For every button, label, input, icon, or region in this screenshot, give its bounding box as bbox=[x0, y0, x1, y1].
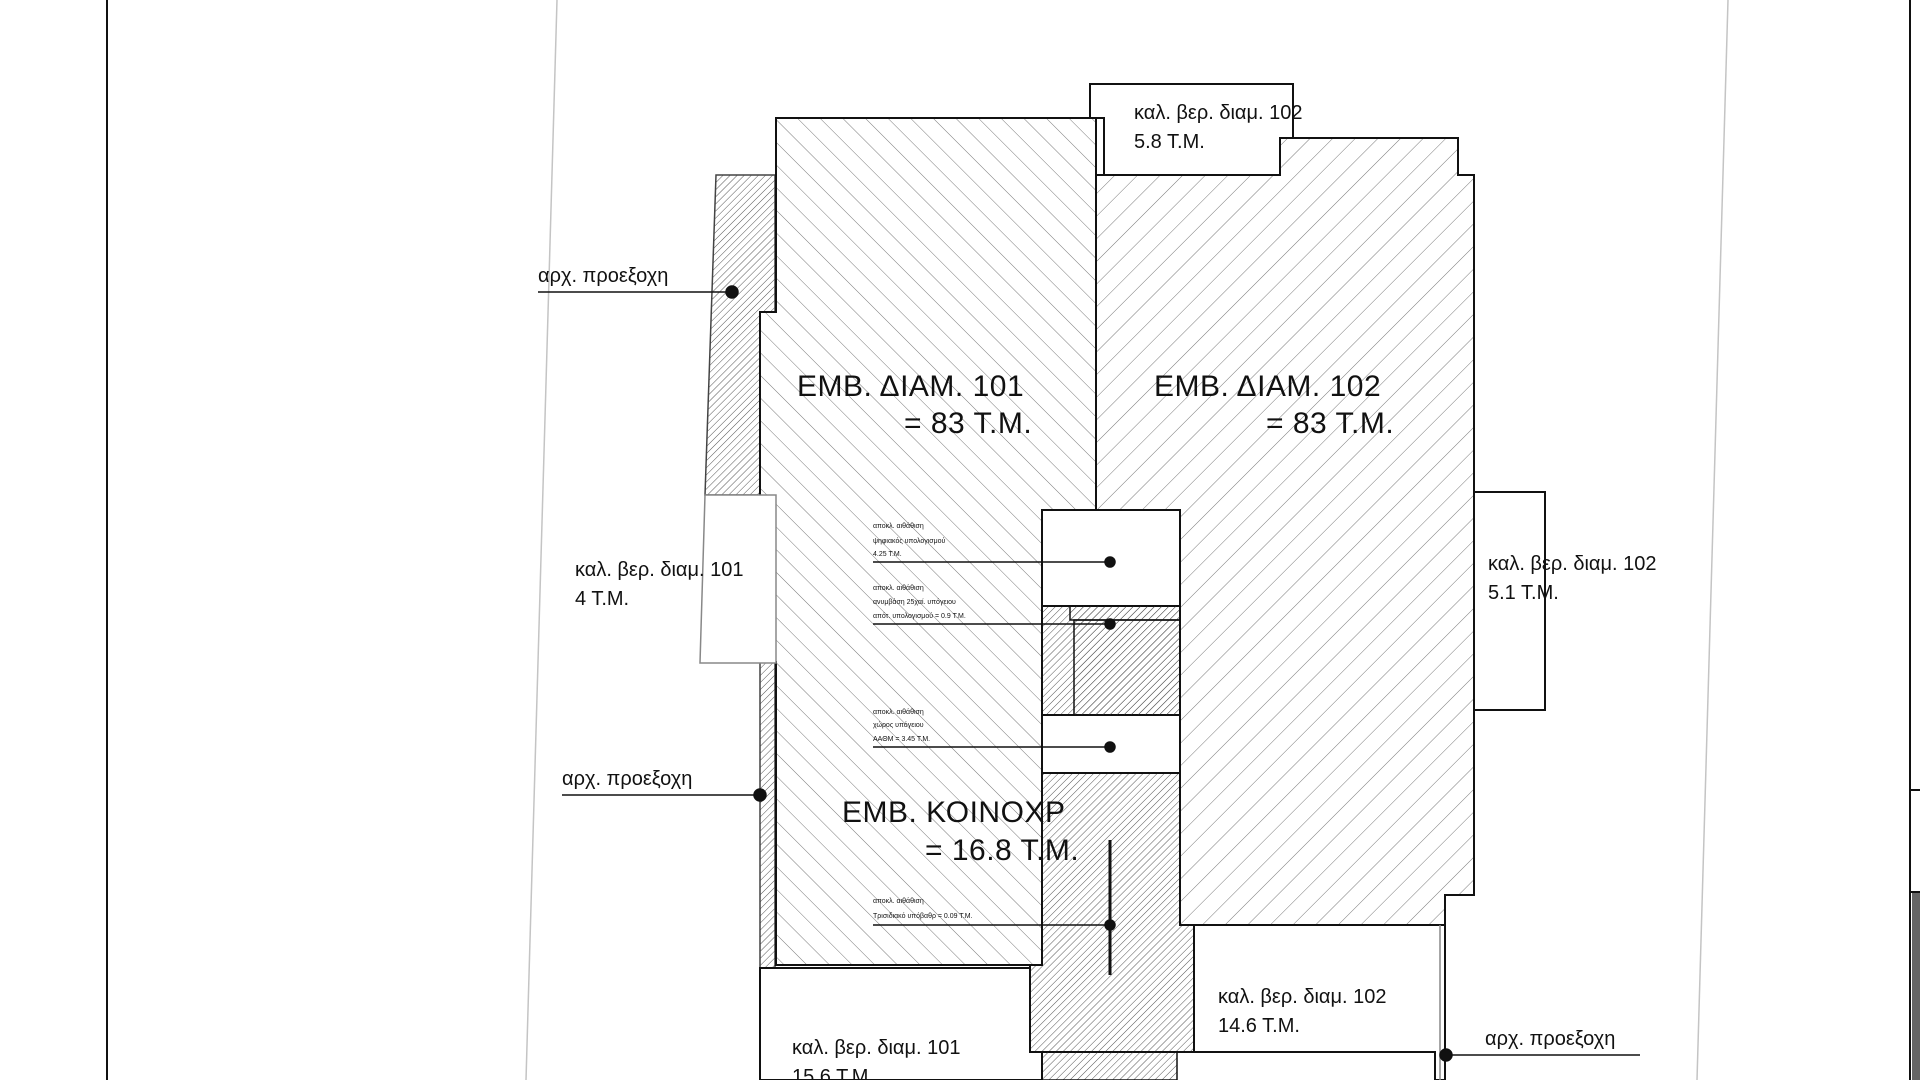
veranda-102-top-label-line2: 5.8 Τ.Μ. bbox=[1134, 131, 1205, 153]
veranda-102-bottom-label-line2: 14.6 Τ.Μ. bbox=[1218, 1015, 1300, 1037]
callout-2-line1: αποκλ. αιθάθιση bbox=[873, 584, 924, 592]
shaft-2 bbox=[1069, 605, 1181, 621]
drawing-frame bbox=[106, 0, 1920, 1080]
callout-1-line1: αποκλ. αιθάθιση bbox=[873, 522, 924, 530]
veranda-101-left-label-line2: 4 Τ.Μ. bbox=[575, 588, 629, 610]
callout-2-line2: ανυμβάση 25χαί. υπόγειου bbox=[873, 598, 956, 606]
apartment-102-label-line2: = 83 Τ.Μ. bbox=[1266, 407, 1394, 440]
projection-leaders bbox=[538, 285, 1640, 1062]
veranda-101-left bbox=[699, 494, 777, 664]
verandas bbox=[699, 83, 1546, 1080]
callout-3-line1: αποκλ. αιθάθιση bbox=[873, 708, 924, 716]
apartment-101-label-line2: = 83 Τ.Μ. bbox=[904, 407, 1032, 440]
veranda-101-bottom bbox=[759, 967, 1043, 1080]
veranda-102-bottom-label-line1: καλ. βερ. διαμ. 102 bbox=[1218, 986, 1387, 1008]
veranda-102-right-label-line2: 5.1 Τ.Μ. bbox=[1488, 582, 1559, 604]
projection-label-1: αρχ. προεξοχη bbox=[538, 265, 668, 287]
callout-2-line3: απότ. υπολογισμού = 0.9 Τ.Μ. bbox=[873, 612, 966, 620]
callout-3-line2: χώρος υπόγειου bbox=[873, 721, 924, 729]
veranda-102-top bbox=[1089, 83, 1294, 176]
callout-4-line1: αποκλ. αιθάθιση bbox=[873, 897, 924, 905]
callout-4-line2: Τρισιδιακό υπόβαθρ = 0.09 Τ.Μ. bbox=[873, 912, 973, 920]
veranda-101-bottom-label-line1: καλ. βερ. διαμ. 101 bbox=[792, 1037, 961, 1059]
veranda-101-left-label-line1: καλ. βερ. διαμ. 101 bbox=[575, 559, 744, 581]
veranda-102-right-label-line1: καλ. βερ. διαμ. 102 bbox=[1488, 553, 1657, 575]
veranda-102-right bbox=[1473, 491, 1546, 711]
callout-3-line3: ΑΑΘΜ = 3.45 Τ.Μ. bbox=[873, 736, 930, 743]
veranda-101-bottom-label-line2: 15.6 Τ.Μ. bbox=[792, 1066, 874, 1080]
projection-label-3: αρχ. προεξοχη bbox=[1485, 1028, 1615, 1050]
apartment-102-label-line1: ΕΜΒ. ΔΙΑΜ. 102 bbox=[1154, 370, 1381, 403]
apartment-101-label-line1: ΕΜΒ. ΔΙΑΜ. 101 bbox=[797, 370, 1024, 403]
veranda-102-top-label-line1: καλ. βερ. διαμ. 102 bbox=[1134, 102, 1303, 124]
callout-1-line3: 4.25 Τ.Μ. bbox=[873, 551, 902, 558]
common-core bbox=[1029, 509, 1195, 1080]
callout-1-line2: ψηφιακός υπολογισμού bbox=[873, 537, 946, 545]
veranda-102-bottom bbox=[1193, 924, 1446, 1080]
common-area-label-line2: = 16.8 Τ.Μ. bbox=[925, 834, 1079, 867]
plot-boundary-lines bbox=[525, 0, 1729, 1080]
projection-label-2: αρχ. προεξοχη bbox=[562, 768, 692, 790]
common-area-label-line1: ΕΜΒ. ΚΟΙΝΟΧΡ bbox=[842, 796, 1065, 829]
callout-leaders bbox=[873, 556, 1116, 931]
